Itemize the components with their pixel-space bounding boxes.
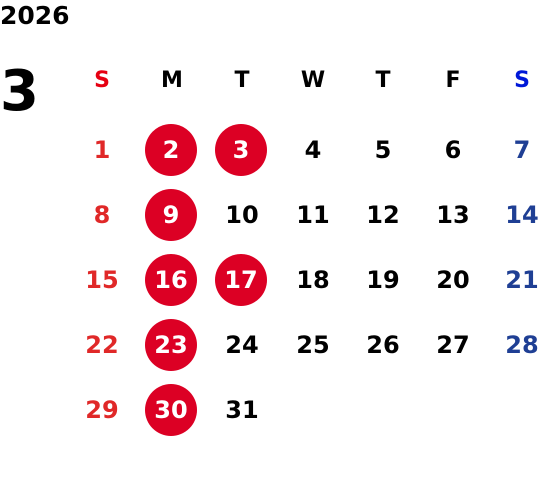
day-cell: 28 [505, 331, 539, 359]
day-cell: 22 [85, 331, 119, 359]
day-cell: 15 [85, 266, 119, 294]
day-cell: 31 [225, 396, 259, 424]
day-cell: 7 [513, 136, 531, 164]
day-cell-highlighted: 3 [215, 124, 267, 176]
day-cell-highlighted: 16 [145, 254, 197, 306]
day-cell: 5 [374, 136, 392, 164]
day-cell: 8 [93, 201, 111, 229]
month-number: 3 [0, 59, 39, 124]
day-cell: 4 [304, 136, 322, 164]
weekday-header-wed: W [300, 67, 326, 93]
day-cell: 12 [366, 201, 400, 229]
day-cell-highlighted: 17 [215, 254, 267, 306]
weekday-header-fri: F [445, 67, 461, 93]
day-cell: 20 [436, 266, 470, 294]
day-cell: 1 [93, 136, 111, 164]
day-cell: 29 [85, 396, 119, 424]
day-cell: 6 [444, 136, 462, 164]
weekday-header-thu: T [375, 67, 391, 93]
day-cell: 10 [225, 201, 259, 229]
day-cell: 24 [225, 331, 259, 359]
day-cell: 26 [366, 331, 400, 359]
weekday-header-mon: M [161, 67, 183, 93]
weekday-header-sat: S [514, 67, 530, 93]
day-cell: 27 [436, 331, 470, 359]
day-cell: 18 [296, 266, 330, 294]
day-cell: 11 [296, 201, 330, 229]
day-cell: 19 [366, 266, 400, 294]
day-cell-highlighted: 9 [145, 189, 197, 241]
day-cell: 25 [296, 331, 330, 359]
day-cell-highlighted: 2 [145, 124, 197, 176]
day-cell: 14 [505, 201, 539, 229]
weekday-header-tue: T [234, 67, 250, 93]
day-cell: 13 [436, 201, 470, 229]
weekday-header-sun: S [94, 67, 110, 93]
year-label: 2026 [0, 1, 70, 30]
day-cell-highlighted: 23 [145, 319, 197, 371]
day-cell: 21 [505, 266, 539, 294]
day-cell-highlighted: 30 [145, 384, 197, 436]
